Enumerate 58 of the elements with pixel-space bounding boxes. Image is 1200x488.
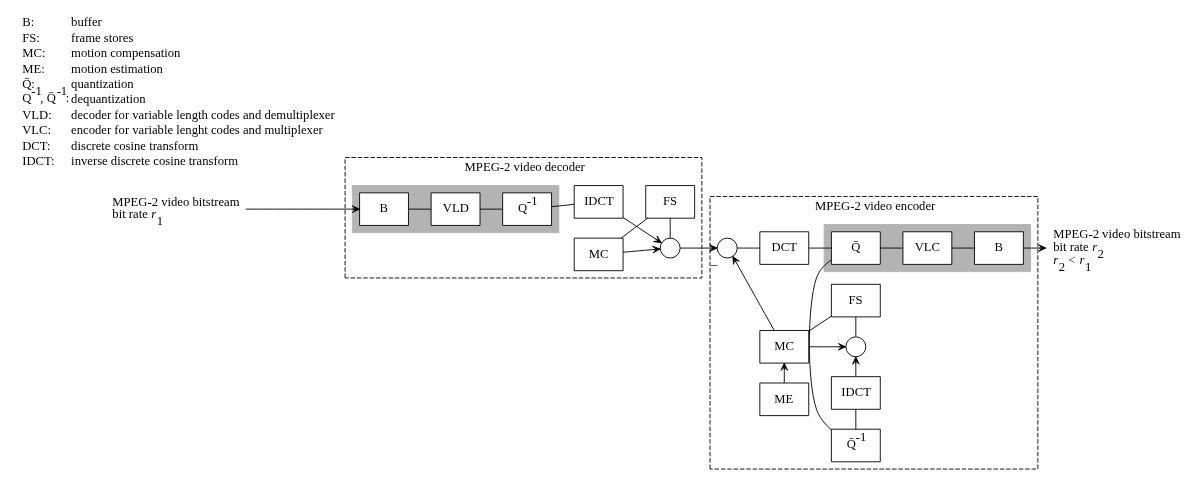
- connector: [808, 259, 832, 430]
- connector: [879, 247, 904, 249]
- label: frame stores: [71, 30, 134, 45]
- label: ME:: [22, 61, 45, 76]
- label: decoder for variable length codes and demultiplexer: [71, 107, 335, 122]
- node-box: Q̄: [830, 231, 881, 265]
- node-box: VLC: [902, 231, 953, 265]
- label: motion compensation: [71, 46, 181, 61]
- arrow: [1023, 244, 1047, 252]
- label: IDCT:: [22, 153, 55, 168]
- label: encoder for variable lenght codes and multiplexer: [71, 123, 323, 138]
- node-box: B: [359, 192, 409, 226]
- label: buffer: [71, 15, 102, 30]
- node-box: ME: [759, 382, 810, 417]
- label: DCT:: [22, 138, 51, 153]
- connector: [951, 247, 975, 249]
- node-box: MC: [573, 237, 624, 272]
- node-box: IDCT: [573, 185, 624, 219]
- connector: [408, 208, 432, 210]
- label: VLC:: [22, 123, 52, 138]
- arrow: [732, 256, 775, 331]
- node-box: MC: [759, 330, 810, 364]
- node-box: IDCT: [830, 376, 881, 410]
- node-circle: [659, 237, 681, 259]
- arrow: [679, 244, 718, 252]
- label: B:: [22, 15, 35, 30]
- label: FS:: [22, 30, 40, 45]
- connector: [736, 247, 761, 249]
- arrow: [808, 343, 847, 351]
- connector: [479, 208, 504, 210]
- node-circle: [716, 237, 738, 259]
- arrow: [245, 205, 360, 213]
- connector: [551, 203, 575, 208]
- connector: [855, 316, 857, 338]
- node-box: FS: [645, 185, 696, 219]
- connector: [808, 247, 832, 249]
- label: inverse discrete cosine transform: [71, 153, 239, 168]
- node-box: FS: [830, 283, 881, 318]
- connector: [808, 315, 832, 332]
- label: motion estimation: [71, 61, 163, 76]
- connector: [669, 217, 671, 239]
- label: MC:: [22, 46, 46, 61]
- label: quantization: [71, 76, 134, 91]
- label: VLD:: [22, 107, 52, 122]
- cluster: [823, 224, 1032, 273]
- node-box: VLD: [430, 192, 481, 226]
- connector: [855, 408, 857, 430]
- connector: [620, 217, 649, 239]
- label: dequantization: [71, 92, 146, 107]
- arrow: [622, 217, 662, 244]
- node-label: –: [710, 257, 718, 272]
- node-box: DCT: [759, 231, 810, 265]
- arrow: [852, 356, 860, 377]
- label: discrete cosine transform: [71, 138, 199, 153]
- node-box: B: [974, 231, 1024, 265]
- arrow: [622, 245, 661, 254]
- arrow: [780, 362, 788, 384]
- node-circle: [845, 336, 867, 358]
